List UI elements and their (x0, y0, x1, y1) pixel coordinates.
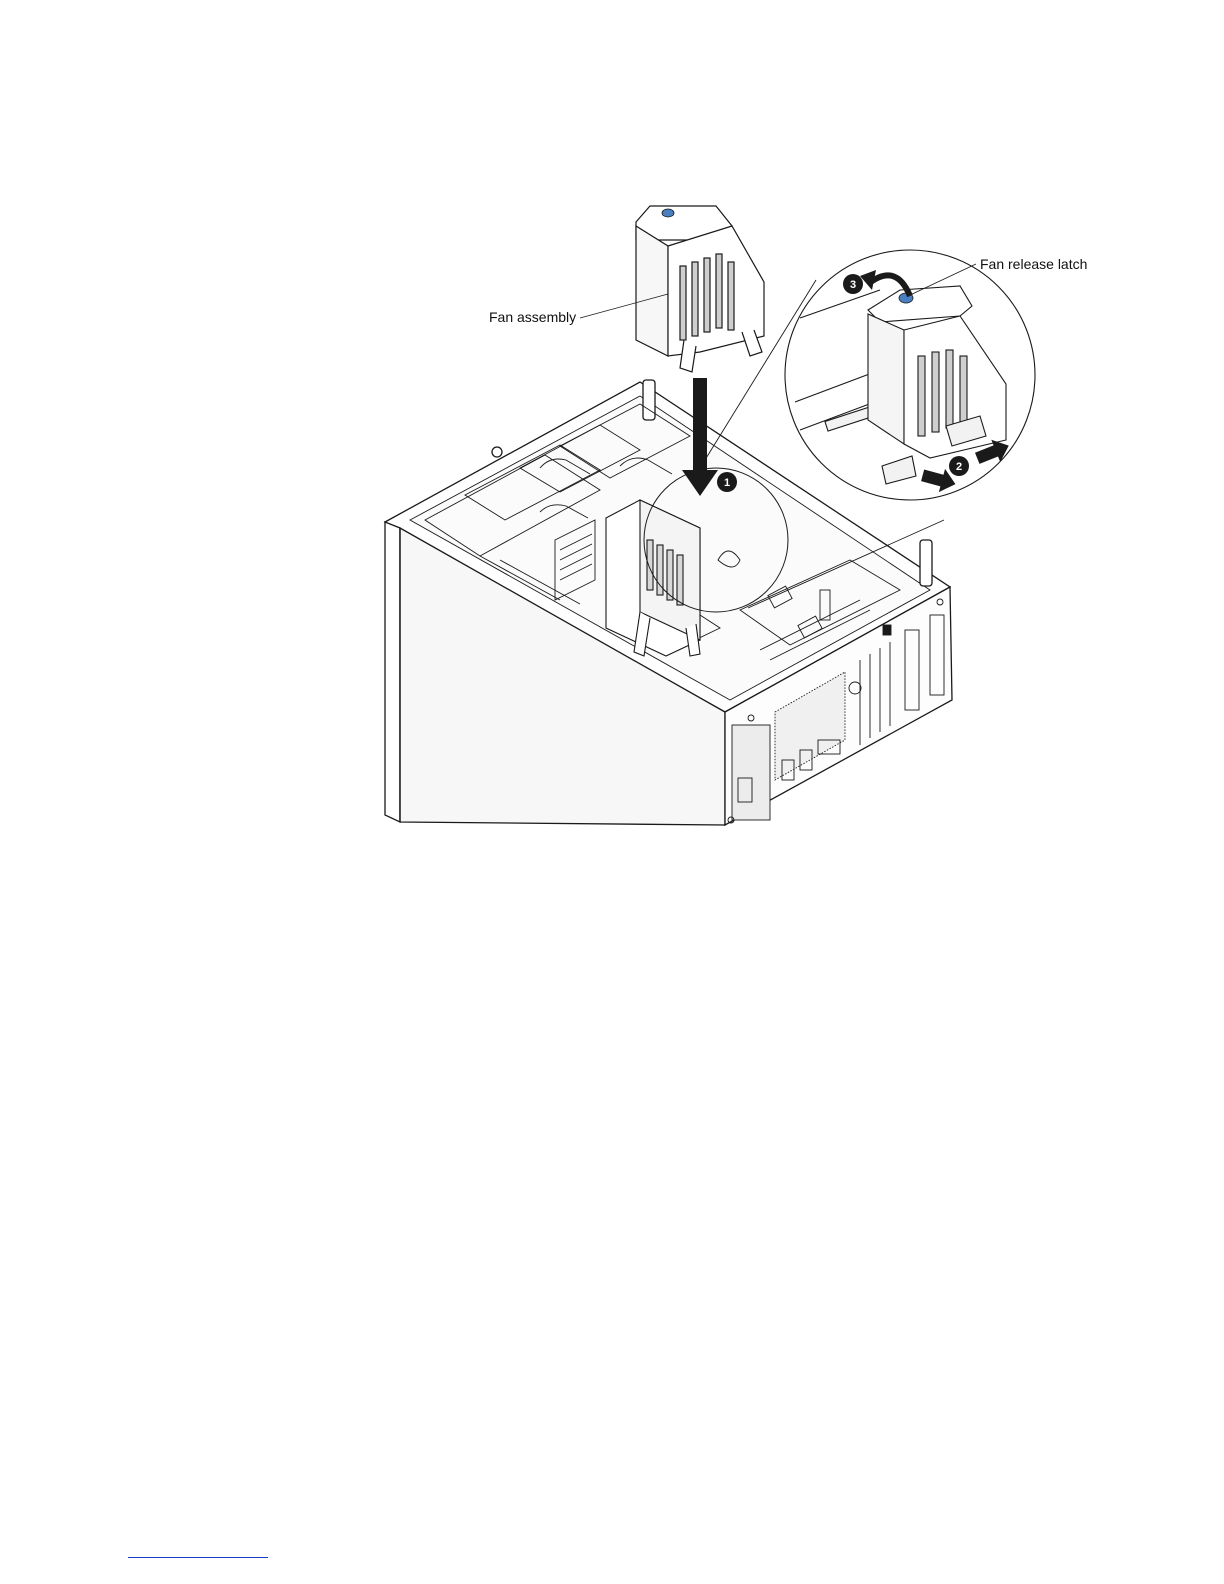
svg-text:2: 2 (956, 461, 962, 473)
fan-release-latch-label: Fan release latch (980, 256, 1087, 272)
footer-rule (128, 1557, 268, 1558)
release-latch-marker (662, 209, 674, 217)
step-badge-1: 1 (717, 472, 737, 492)
step-badge-3: 3 (843, 274, 863, 294)
fan-assembly-part (636, 206, 764, 372)
installed-fan-assembly (606, 500, 700, 656)
fan-assembly-label: Fan assembly (489, 309, 576, 325)
svg-text:1: 1 (724, 477, 730, 489)
svg-text:3: 3 (850, 279, 856, 291)
step-badge-2: 2 (949, 456, 969, 476)
